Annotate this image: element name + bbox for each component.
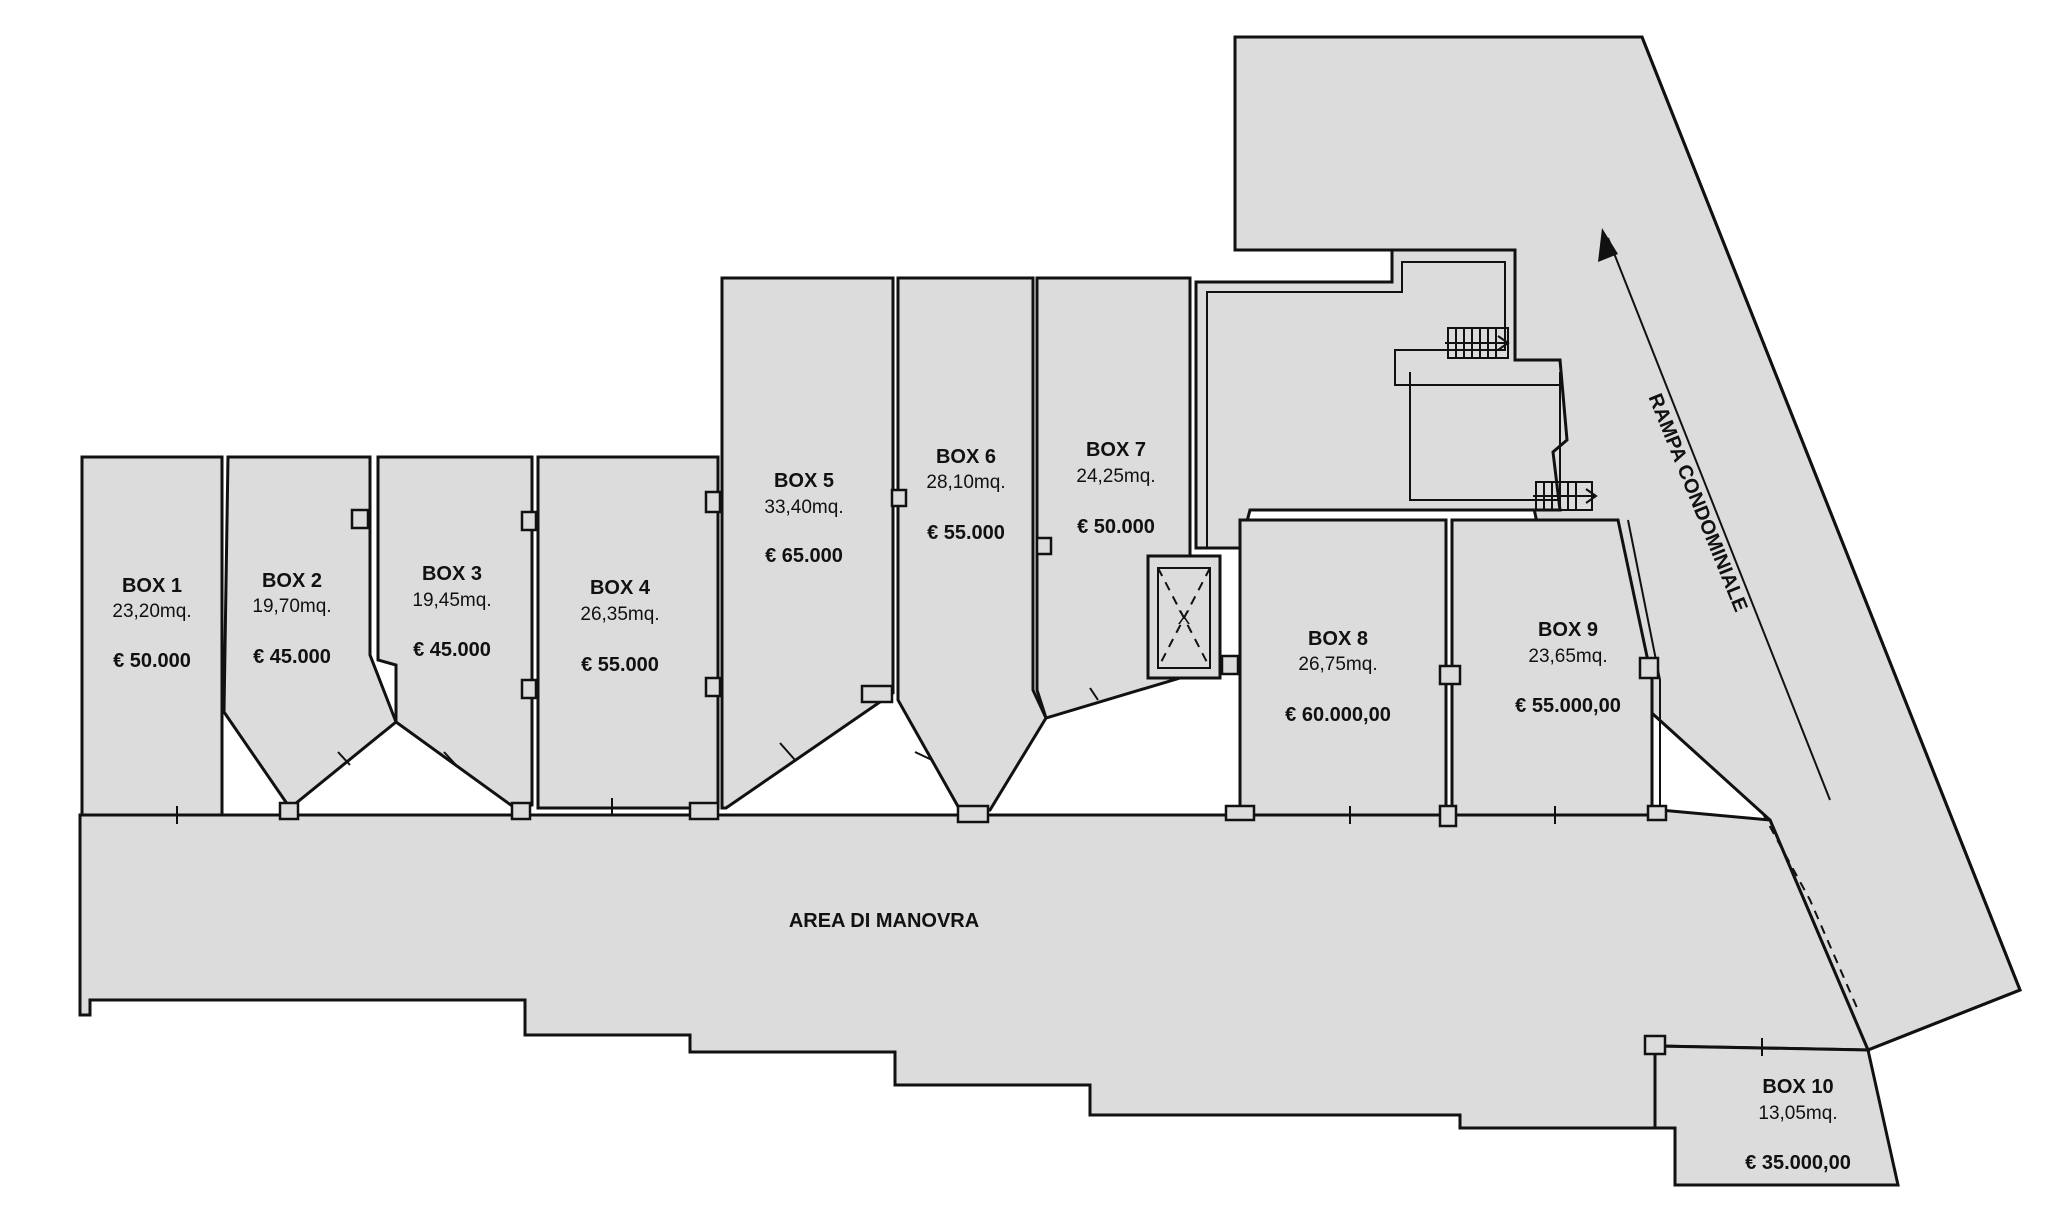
svg-text:13,05mq.: 13,05mq.	[1758, 1103, 1837, 1124]
svg-text:BOX 7: BOX 7	[1086, 439, 1146, 461]
ramp-outline	[1233, 35, 2022, 1052]
ramp-direction-arrow-icon	[1598, 228, 1831, 801]
svg-text:33,40mq.: 33,40mq.	[764, 497, 843, 518]
svg-text:BOX 5: BOX 5	[774, 470, 834, 492]
svg-text:BOX 3: BOX 3	[422, 563, 482, 585]
svg-text:24,25mq.: 24,25mq.	[1076, 466, 1155, 487]
svg-text:28,10mq.: 28,10mq.	[926, 472, 1005, 493]
box-9-right-inner-wall	[1627, 519, 1661, 815]
svg-text:23,65mq.: 23,65mq.	[1528, 646, 1607, 667]
svg-text:19,70mq.: 19,70mq.	[252, 596, 331, 617]
svg-text:€ 50.000: € 50.000	[113, 650, 191, 672]
svg-text:€ 35.000,00: € 35.000,00	[1745, 1152, 1851, 1174]
svg-text:€ 50.000: € 50.000	[1077, 516, 1155, 538]
svg-text:26,75mq.: 26,75mq.	[1298, 654, 1377, 675]
svg-text:€ 60.000,00: € 60.000,00	[1285, 704, 1391, 726]
svg-text:€ 55.000,00: € 55.000,00	[1515, 695, 1621, 717]
svg-text:BOX 2: BOX 2	[262, 570, 322, 592]
svg-text:BOX 8: BOX 8	[1308, 628, 1368, 650]
stair-upper-icon	[1445, 327, 1510, 359]
svg-text:€ 65.000: € 65.000	[765, 545, 843, 567]
box-4-label: BOX 4 26,35mq. € 55.000	[580, 577, 659, 676]
box-5-label: BOX 5 33,40mq. € 65.000	[764, 470, 843, 567]
lift-shaft-mark: X	[1178, 608, 1191, 629]
maneuver-area-label: AREA DI MANOVRA	[789, 910, 979, 932]
door-ticks	[176, 687, 1763, 1056]
box-8-label: BOX 8 26,75mq. € 60.000,00	[1285, 628, 1391, 726]
svg-text:23,20mq.: 23,20mq.	[112, 601, 191, 622]
svg-text:BOX 10: BOX 10	[1762, 1076, 1833, 1098]
stair-inner-wall	[1206, 261, 1560, 548]
box-3-label: BOX 3 19,45mq. € 45.000	[412, 563, 491, 661]
lift-shaft-cross-icon: X	[1157, 567, 1211, 669]
box-2	[222, 455, 398, 811]
box-6-label: BOX 6 28,10mq. € 55.000	[926, 446, 1005, 544]
box-3	[376, 455, 534, 810]
stair-block	[1194, 248, 1569, 550]
svg-text:BOX 9: BOX 9	[1538, 619, 1598, 641]
svg-text:19,45mq.: 19,45mq.	[412, 590, 491, 611]
svg-text:€ 45.000: € 45.000	[253, 646, 331, 668]
box-6	[896, 276, 1048, 812]
box-9-label: BOX 9 23,65mq. € 55.000,00	[1515, 619, 1621, 717]
box-5	[720, 276, 895, 810]
svg-text:€ 55.000: € 55.000	[581, 654, 659, 676]
box-4	[536, 455, 720, 810]
box-7-label: BOX 7 24,25mq. € 50.000	[1076, 439, 1155, 538]
svg-text:€ 45.000: € 45.000	[413, 639, 491, 661]
svg-text:€ 55.000: € 55.000	[927, 522, 1005, 544]
box-10-label: BOX 10 13,05mq. € 35.000,00	[1745, 1076, 1851, 1174]
ramp-threshold-dashed	[1761, 811, 1859, 1011]
box-2-label: BOX 2 19,70mq. € 45.000	[252, 570, 331, 668]
stair-inner-wall-2	[1409, 372, 1560, 501]
stair-lower-icon	[1533, 481, 1598, 511]
svg-text:BOX 4: BOX 4	[590, 577, 651, 599]
box-1-label: BOX 1 23,20mq. € 50.000	[112, 575, 191, 672]
svg-text:26,35mq.: 26,35mq.	[580, 604, 659, 625]
box-1	[80, 455, 224, 817]
maneuver-area	[78, 808, 1871, 1130]
box-9	[1450, 518, 1654, 817]
wall-piers	[278, 488, 1668, 1056]
svg-text:BOX 1: BOX 1	[122, 575, 182, 597]
svg-text:BOX 6: BOX 6	[936, 446, 996, 468]
